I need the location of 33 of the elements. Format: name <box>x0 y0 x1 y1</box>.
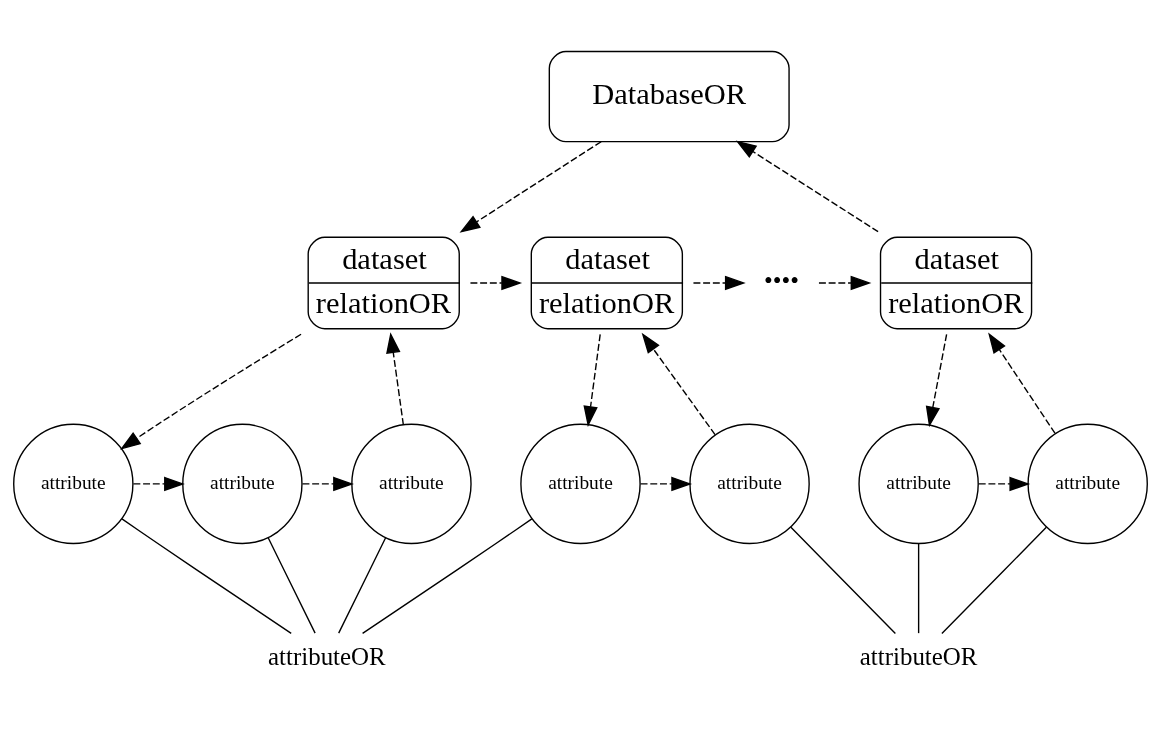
connector <box>338 536 387 634</box>
arrow <box>988 332 1056 434</box>
connector <box>790 526 897 634</box>
arrow <box>978 476 1031 491</box>
arrow <box>641 332 716 435</box>
arrow <box>818 275 872 290</box>
node-circle: attribute <box>13 423 134 544</box>
connector <box>121 517 292 634</box>
connector <box>267 536 316 634</box>
node-text: attributeOR <box>268 642 386 670</box>
connector <box>917 542 920 634</box>
node-circle: attribute <box>1027 423 1148 544</box>
connector <box>361 517 533 634</box>
arrow <box>639 476 693 491</box>
node-circle: attribute <box>182 423 303 544</box>
arrow <box>120 333 302 450</box>
arrow <box>301 476 354 491</box>
node-circle: attribute <box>520 423 641 544</box>
arrow <box>132 476 185 491</box>
arrow <box>692 275 746 290</box>
arrow <box>925 333 948 427</box>
node-circle: attribute <box>351 423 472 544</box>
arrow <box>386 331 405 425</box>
connector <box>941 526 1048 634</box>
arrow <box>735 140 879 232</box>
arrow <box>583 333 601 427</box>
node-circle: attribute <box>858 423 979 544</box>
arrow <box>469 275 523 290</box>
node-text: •••• <box>763 266 799 294</box>
node-circle: attribute <box>689 423 810 544</box>
node-text: attributeOR <box>859 642 978 670</box>
arrow <box>459 140 602 233</box>
node-box: DatabaseOR <box>548 50 790 142</box>
